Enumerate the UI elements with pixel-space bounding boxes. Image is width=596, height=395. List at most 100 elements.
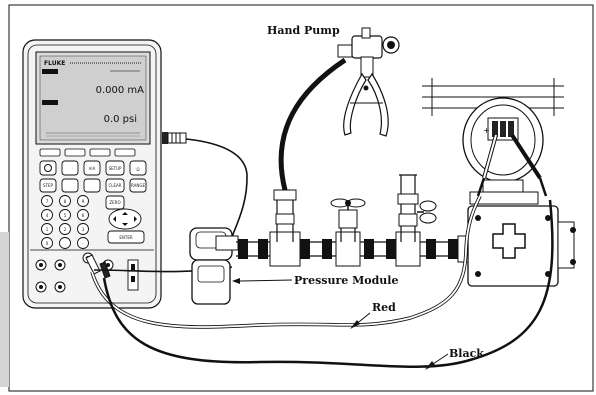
hand-pump (278, 27, 400, 191)
black-arrowhead (425, 361, 435, 370)
keypad-key-label: 2 (64, 227, 67, 232)
enter-key[interactable] (107, 230, 145, 244)
transmitter: + (422, 78, 576, 287)
keypad-key[interactable] (77, 237, 89, 249)
keypad-key-label: 8 (64, 199, 67, 204)
pipe-coupling (426, 239, 436, 259)
arrow-keys: ZERO ENTER (105, 195, 145, 244)
keypad-key[interactable] (59, 237, 71, 249)
psi-key[interactable] (61, 178, 79, 193)
keypad-key[interactable] (41, 237, 53, 249)
power-icon (44, 164, 52, 172)
softkeys (39, 148, 136, 157)
keypad-key[interactable] (41, 209, 53, 221)
keypad-key-label: 4 (46, 213, 49, 218)
valve-center (330, 198, 366, 242)
ohm-key[interactable] (129, 160, 147, 176)
black-label: Black (449, 347, 484, 360)
function-keys: mA SETUP Ω STEP CLEAR RANGE (39, 160, 147, 193)
cable-connector (162, 132, 187, 144)
sensor-cell-icon (492, 223, 526, 259)
keypad-key-label: - (82, 241, 84, 246)
keypad-key-label: 1 (46, 227, 49, 232)
softkey-1[interactable] (39, 148, 61, 157)
red-arrowhead (350, 320, 360, 329)
arrow-left-icon (113, 216, 116, 222)
svg-text:Ω: Ω (136, 167, 139, 172)
keypad-key[interactable] (41, 195, 53, 207)
keypad-key-label: 9 (82, 199, 85, 204)
arrow-down-icon (122, 223, 128, 226)
keypad-key-label: 6 (82, 213, 85, 218)
setup-key[interactable] (105, 160, 125, 176)
keypad-key[interactable] (77, 223, 89, 235)
arrow-pad[interactable] (108, 208, 142, 230)
pipe-tee (395, 231, 421, 267)
hart-key[interactable] (61, 160, 79, 176)
keypad-key[interactable] (77, 209, 89, 221)
pressure-module-pointer (239, 279, 293, 282)
pressure-module-arrowhead (232, 278, 240, 284)
range-key[interactable] (129, 178, 147, 193)
pipe-tee (269, 231, 301, 267)
numeric-keypad: 7 8 9 4 5 6 1 2 3 0. - (41, 195, 89, 249)
reading-psi: 0.0 psi (104, 114, 137, 125)
margin-gray-tab (0, 232, 9, 387)
keypad-key[interactable] (59, 223, 71, 235)
pipe-coupling (386, 239, 396, 259)
svg-text:ZERO: ZERO (109, 200, 120, 205)
zero-key[interactable] (105, 195, 125, 210)
svg-text:ENTER: ENTER (119, 235, 132, 240)
pipe-fittings (238, 231, 458, 267)
softkey-2[interactable] (64, 148, 86, 157)
brand-logo: FLUKE (44, 60, 65, 67)
softkey-3[interactable] (89, 148, 111, 157)
svg-text:CLEAR: CLEAR (108, 183, 121, 188)
pipe-coupling (322, 239, 332, 259)
svg-text:mA: mA (89, 166, 96, 171)
clear-key[interactable] (105, 178, 125, 193)
keypad-key[interactable] (77, 195, 89, 207)
pump-handle-right[interactable] (367, 72, 389, 137)
pump-riser (273, 189, 297, 242)
pressure-module-label: Pressure Module (294, 274, 398, 287)
pump-hose (278, 57, 347, 191)
svg-text:SETUP: SETUP (109, 166, 122, 171)
keypad-key-label: 7 (46, 199, 49, 204)
red-label: Red (372, 301, 396, 314)
keypad-key[interactable] (59, 209, 71, 221)
loop-key[interactable] (83, 178, 101, 193)
test-clips (476, 133, 548, 197)
pressure-port (127, 259, 139, 291)
reading-ma: 0.000 mA (96, 85, 145, 96)
pipe-coupling (300, 239, 310, 259)
vent-handle-icon[interactable] (419, 200, 437, 212)
keypad-key-label: 3 (82, 227, 85, 232)
pipe-coupling (258, 239, 268, 259)
hand-pump-label: Hand Pump (267, 24, 340, 37)
pressure-module (189, 227, 239, 305)
keypad-key[interactable] (59, 195, 71, 207)
arrow-right-icon (134, 216, 137, 222)
keypad-key-label: . (64, 241, 65, 246)
pipe-coupling (448, 239, 458, 259)
svg-text:STEP: STEP (43, 183, 54, 188)
softkey-4[interactable] (114, 148, 136, 157)
keypad-key-label: 0 (46, 241, 49, 246)
step-key[interactable] (39, 178, 57, 193)
keypad-key-label: 5 (64, 213, 67, 218)
ma-key[interactable] (83, 160, 101, 176)
pipe-tee (335, 231, 361, 267)
svg-text:RANGE: RANGE (131, 183, 145, 188)
calibrator: FLUKE 0.000 mA 0.0 psi mA SETUP Ω S (22, 39, 162, 309)
keypad-key[interactable] (41, 223, 53, 235)
power-key[interactable] (39, 160, 57, 176)
valve-right (397, 174, 437, 242)
pipe-coupling (364, 239, 374, 259)
pipe-coupling (238, 239, 248, 259)
page-frame (8, 4, 594, 392)
terminal-plus-icon: + (483, 126, 490, 135)
pump-handle-left[interactable] (343, 72, 367, 136)
arrow-up-icon (122, 212, 128, 215)
